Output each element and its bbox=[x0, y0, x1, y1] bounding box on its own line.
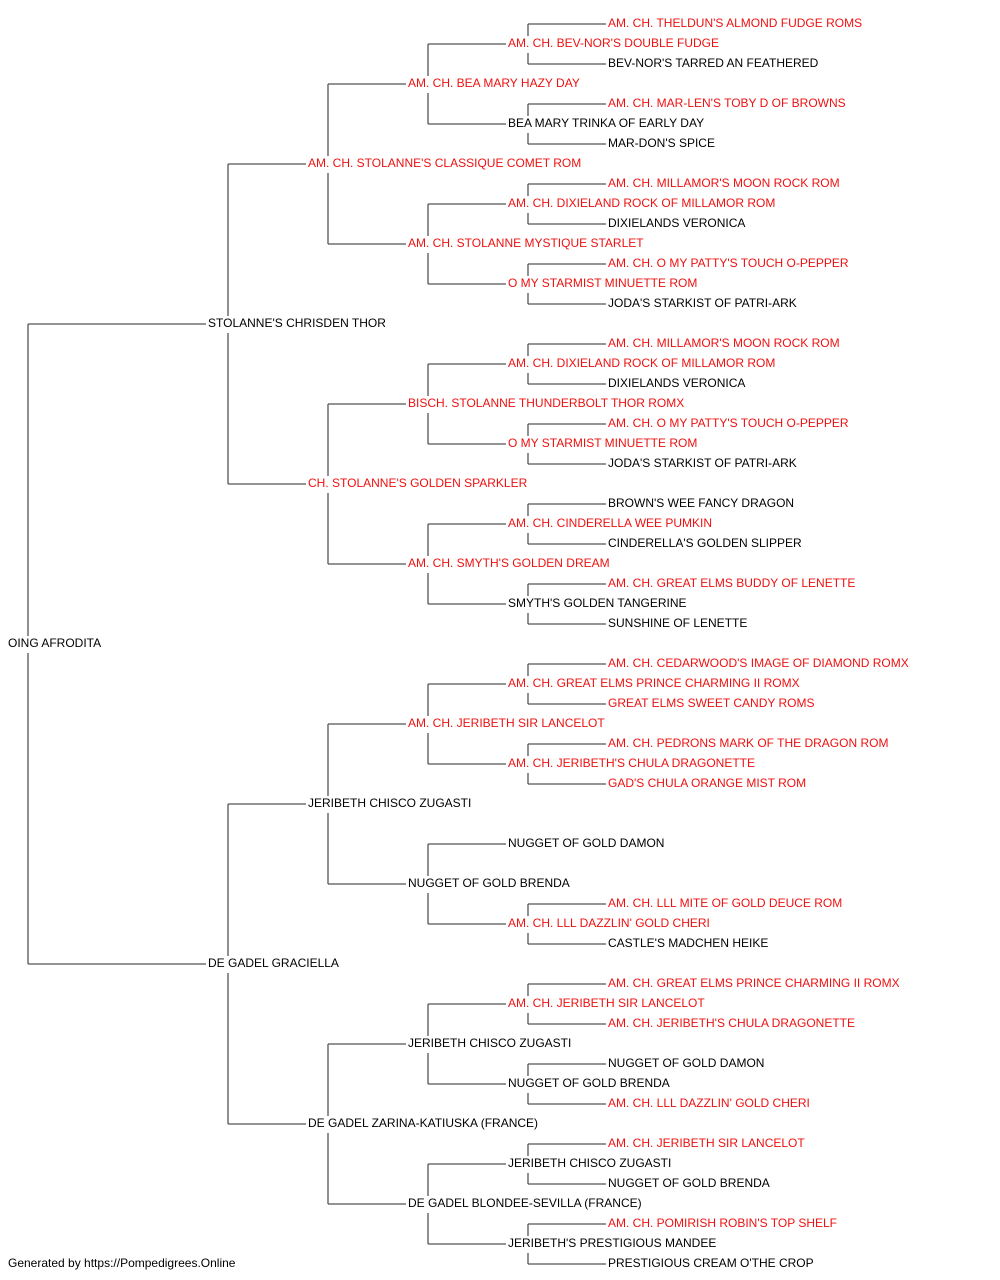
subject-dam-dam-dam-sire-sire-name: AM. CH. JERIBETH SIR LANCELOT bbox=[608, 1136, 805, 1150]
subject-dam-sire-sire-dam-dam-name: GAD'S CHULA ORANGE MIST ROM bbox=[608, 776, 806, 790]
subject-sire-dam-sire-dam-name: O MY STARMIST MINUETTE ROM bbox=[508, 436, 697, 450]
subject-sire-sire-sire-dam-dam-name: MAR-DON'S SPICE bbox=[608, 136, 715, 150]
subject-dam-sire-dam-sire-name: NUGGET OF GOLD DAMON bbox=[508, 836, 664, 850]
subject-sire-dam-sire-sire-dam-name: DIXIELANDS VERONICA bbox=[608, 376, 745, 390]
subject-sire-sire-sire-name: AM. CH. BEA MARY HAZY DAY bbox=[408, 76, 580, 90]
subject-sire-sire-sire-sire-name: AM. CH. BEV-NOR'S DOUBLE FUDGE bbox=[508, 36, 719, 50]
subject-sire-dam-sire-sire-name: AM. CH. DIXIELAND ROCK OF MILLAMOR ROM bbox=[508, 356, 775, 370]
subject-sire-dam-dam-dam-name: SMYTH'S GOLDEN TANGERINE bbox=[508, 596, 687, 610]
subject-sire-sire-sire-sire-dam-name: BEV-NOR'S TARRED AN FEATHERED bbox=[608, 56, 819, 70]
subject-sire-dam-dam-dam-sire-name: AM. CH. GREAT ELMS BUDDY OF LENETTE bbox=[608, 576, 855, 590]
subject-dam-sire-sire-sire-name: AM. CH. GREAT ELMS PRINCE CHARMING II RO… bbox=[508, 676, 800, 690]
subject-sire-dam-sire-sire-sire-name: AM. CH. MILLAMOR'S MOON ROCK ROM bbox=[608, 336, 840, 350]
subject-sire-dam-dam-sire-dam-name: CINDERELLA'S GOLDEN SLIPPER bbox=[608, 536, 802, 550]
subject-sire-dam-dam-dam-dam-name: SUNSHINE OF LENETTE bbox=[608, 616, 747, 630]
subject-dam-dam-sire-dam-dam-name: AM. CH. LLL DAZZLIN' GOLD CHERI bbox=[608, 1096, 810, 1110]
subject-dam-dam-dam-sire-name: JERIBETH CHISCO ZUGASTI bbox=[508, 1156, 671, 1170]
subject-name: OING AFRODITA bbox=[8, 636, 101, 650]
subject-dam-dam-sire-dam-sire-name: NUGGET OF GOLD DAMON bbox=[608, 1056, 764, 1070]
subject-sire-sire-dam-sire-name: AM. CH. DIXIELAND ROCK OF MILLAMOR ROM bbox=[508, 196, 775, 210]
subject-sire-sire-sire-dam-name: BEA MARY TRINKA OF EARLY DAY bbox=[508, 116, 704, 130]
subject-dam-sire-sire-name: AM. CH. JERIBETH SIR LANCELOT bbox=[408, 716, 605, 730]
subject-dam-dam-sire-sire-dam-name: AM. CH. JERIBETH'S CHULA DRAGONETTE bbox=[608, 1016, 855, 1030]
subject-dam-dam-dam-dam-name: JERIBETH'S PRESTIGIOUS MANDEE bbox=[508, 1236, 716, 1250]
subject-dam-dam-sire-sire-sire-name: AM. CH. GREAT ELMS PRINCE CHARMING II RO… bbox=[608, 976, 900, 990]
subject-sire-dam-sire-name: BISCH. STOLANNE THUNDERBOLT THOR ROMX bbox=[408, 396, 684, 410]
subject-sire-dam-dam-sire-sire-name: BROWN'S WEE FANCY DRAGON bbox=[608, 496, 794, 510]
generated-by-credit: Generated by https://Pompedigrees.Online bbox=[8, 1256, 236, 1270]
subject-sire-sire-name: AM. CH. STOLANNE'S CLASSIQUE COMET ROM bbox=[308, 156, 581, 170]
subject-sire-sire-dam-sire-dam-name: DIXIELANDS VERONICA bbox=[608, 216, 745, 230]
subject-sire-sire-dam-name: AM. CH. STOLANNE MYSTIQUE STARLET bbox=[408, 236, 644, 250]
subject-dam-name: DE GADEL GRACIELLA bbox=[208, 956, 339, 970]
subject-dam-sire-sire-sire-dam-name: GREAT ELMS SWEET CANDY ROMS bbox=[608, 696, 814, 710]
subject-sire-dam-sire-dam-sire-name: AM. CH. O MY PATTY'S TOUCH O-PEPPER bbox=[608, 416, 849, 430]
subject-dam-dam-dam-sire-dam-name: NUGGET OF GOLD BRENDA bbox=[608, 1176, 770, 1190]
subject-sire-sire-dam-sire-sire-name: AM. CH. MILLAMOR'S MOON ROCK ROM bbox=[608, 176, 840, 190]
subject-sire-dam-sire-dam-dam-name: JODA'S STARKIST OF PATRI-ARK bbox=[608, 456, 797, 470]
subject-sire-sire-dam-dam-dam-name: JODA'S STARKIST OF PATRI-ARK bbox=[608, 296, 797, 310]
subject-dam-sire-dam-dam-dam-name: CASTLE'S MADCHEN HEIKE bbox=[608, 936, 768, 950]
subject-dam-dam-sire-dam-name: NUGGET OF GOLD BRENDA bbox=[508, 1076, 670, 1090]
subject-dam-dam-dam-name: DE GADEL BLONDEE-SEVILLA (FRANCE) bbox=[408, 1196, 642, 1210]
subject-dam-dam-sire-sire-name: AM. CH. JERIBETH SIR LANCELOT bbox=[508, 996, 705, 1010]
subject-sire-sire-dam-dam-sire-name: AM. CH. O MY PATTY'S TOUCH O-PEPPER bbox=[608, 256, 849, 270]
subject-dam-sire-sire-sire-sire-name: AM. CH. CEDARWOOD'S IMAGE OF DIAMOND ROM… bbox=[608, 656, 909, 670]
subject-dam-sire-dam-name: NUGGET OF GOLD BRENDA bbox=[408, 876, 570, 890]
subject-sire-dam-dam-sire-name: AM. CH. CINDERELLA WEE PUMKIN bbox=[508, 516, 712, 530]
subject-sire-dam-dam-name: AM. CH. SMYTH'S GOLDEN DREAM bbox=[408, 556, 610, 570]
subject-sire-sire-sire-dam-sire-name: AM. CH. MAR-LEN'S TOBY D OF BROWNS bbox=[608, 96, 846, 110]
subject-sire-sire-dam-dam-name: O MY STARMIST MINUETTE ROM bbox=[508, 276, 697, 290]
subject-dam-dam-dam-dam-sire-name: AM. CH. POMIRISH ROBIN'S TOP SHELF bbox=[608, 1216, 837, 1230]
subject-sire-dam-name: CH. STOLANNE'S GOLDEN SPARKLER bbox=[308, 476, 528, 490]
subject-dam-dam-sire-name: JERIBETH CHISCO ZUGASTI bbox=[408, 1036, 571, 1050]
subject-dam-sire-sire-dam-sire-name: AM. CH. PEDRONS MARK OF THE DRAGON ROM bbox=[608, 736, 888, 750]
subject-dam-sire-dam-dam-sire-name: AM. CH. LLL MITE OF GOLD DEUCE ROM bbox=[608, 896, 842, 910]
subject-dam-sire-sire-dam-name: AM. CH. JERIBETH'S CHULA DRAGONETTE bbox=[508, 756, 755, 770]
subject-dam-dam-name: DE GADEL ZARINA-KATIUSKA (FRANCE) bbox=[308, 1116, 538, 1130]
subject-sire-name: STOLANNE'S CHRISDEN THOR bbox=[208, 316, 386, 330]
subject-dam-dam-dam-dam-dam-name: PRESTIGIOUS CREAM O'THE CROP bbox=[608, 1256, 814, 1270]
subject-sire-sire-sire-sire-sire-name: AM. CH. THELDUN'S ALMOND FUDGE ROMS bbox=[608, 16, 862, 30]
subject-dam-sire-dam-dam-name: AM. CH. LLL DAZZLIN' GOLD CHERI bbox=[508, 916, 710, 930]
subject-dam-sire-name: JERIBETH CHISCO ZUGASTI bbox=[308, 796, 471, 810]
